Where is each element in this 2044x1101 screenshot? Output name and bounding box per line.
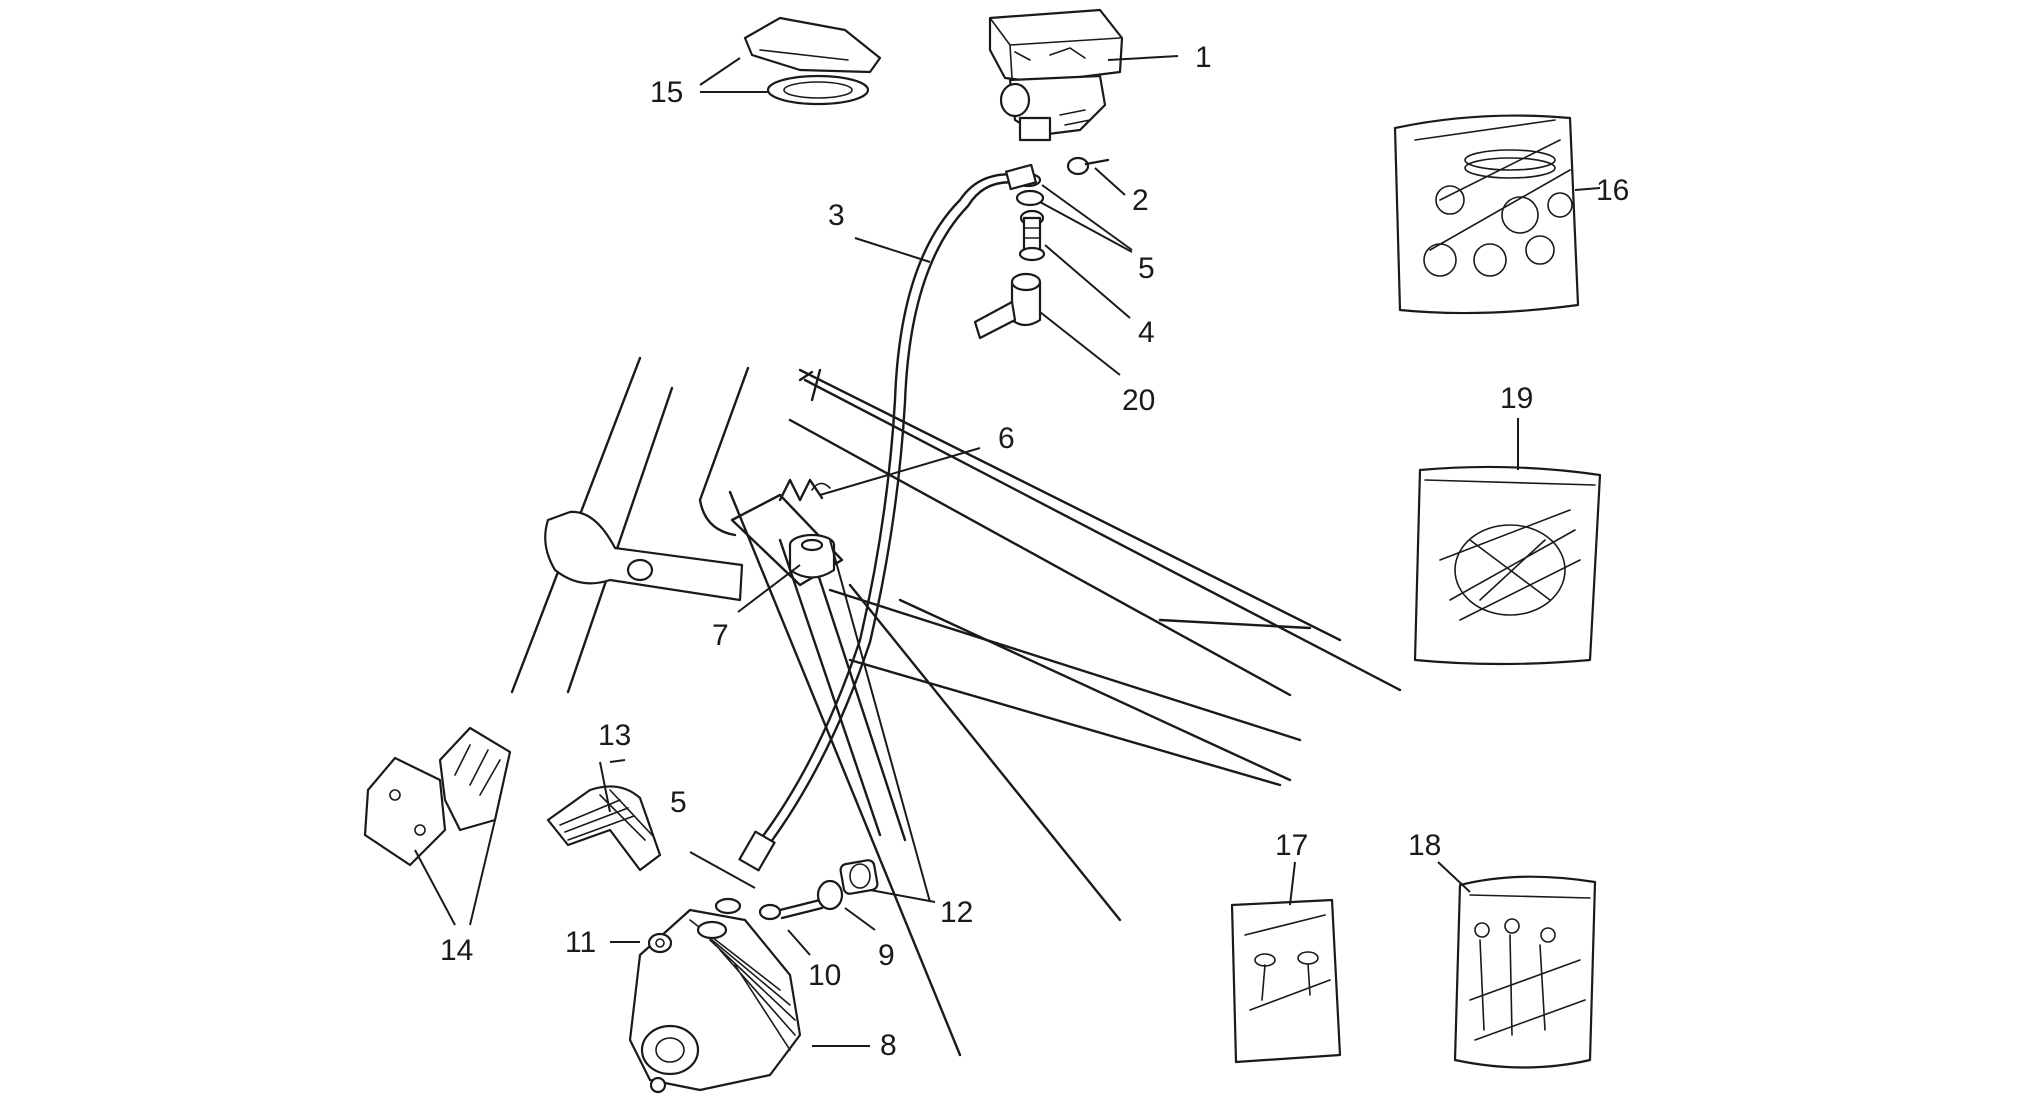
piston-kit-bag-part bbox=[1453, 875, 1597, 1069]
callout-7: 7 bbox=[712, 619, 729, 652]
callout-13: 13 bbox=[598, 719, 631, 752]
callout-1: 1 bbox=[1195, 41, 1212, 74]
grommet-part bbox=[788, 533, 836, 579]
callout-19: 19 bbox=[1500, 382, 1533, 415]
hose-clip-part bbox=[778, 478, 831, 502]
callout-14: 14 bbox=[440, 934, 473, 967]
callout-5-lower: 5 bbox=[670, 786, 687, 819]
callout-8: 8 bbox=[880, 1029, 897, 1062]
bleed-nipple-part bbox=[647, 932, 673, 954]
callout-10: 10 bbox=[808, 959, 841, 992]
dust-cap-part bbox=[973, 272, 1042, 340]
callout-16: 16 bbox=[1596, 174, 1629, 207]
lower-washer-part bbox=[714, 897, 742, 915]
callout-4: 4 bbox=[1138, 316, 1155, 349]
callout-18: 18 bbox=[1408, 829, 1441, 862]
screw-part bbox=[1066, 156, 1110, 176]
reservoir-cap-part bbox=[743, 16, 882, 106]
spacer-part bbox=[839, 859, 879, 895]
callout-6: 6 bbox=[998, 422, 1015, 455]
callout-12: 12 bbox=[940, 896, 973, 929]
master-cylinder-part bbox=[988, 8, 1124, 142]
frame-tubes bbox=[510, 356, 1402, 1057]
lower-bolt-part bbox=[758, 879, 844, 921]
callout-20: 20 bbox=[1122, 384, 1155, 417]
leader-lines bbox=[414, 55, 1601, 1047]
small-parts-bag-part bbox=[1230, 898, 1342, 1064]
banjo-bolt-part bbox=[1018, 209, 1046, 262]
callout-5-upper: 5 bbox=[1138, 252, 1155, 285]
callout-9: 9 bbox=[878, 939, 895, 972]
callout-17: 17 bbox=[1275, 829, 1308, 862]
caliper-cover-part bbox=[546, 785, 662, 872]
callout-11: 11 bbox=[565, 926, 596, 959]
callout-15: 15 bbox=[650, 76, 683, 109]
callout-2: 2 bbox=[1132, 184, 1149, 217]
callout-3: 3 bbox=[828, 199, 845, 232]
brake-hose-part bbox=[738, 163, 1037, 872]
caliper-repair-kit-bag-part bbox=[1413, 465, 1602, 666]
seal-kit-bag-part bbox=[1393, 114, 1580, 315]
brake-pads-part bbox=[363, 726, 512, 867]
callout-numbers: 1 2 3 5 4 20 6 7 13 5 12 9 10 11 14 8 15… bbox=[440, 41, 1629, 1062]
brake-caliper-part bbox=[628, 908, 802, 1094]
